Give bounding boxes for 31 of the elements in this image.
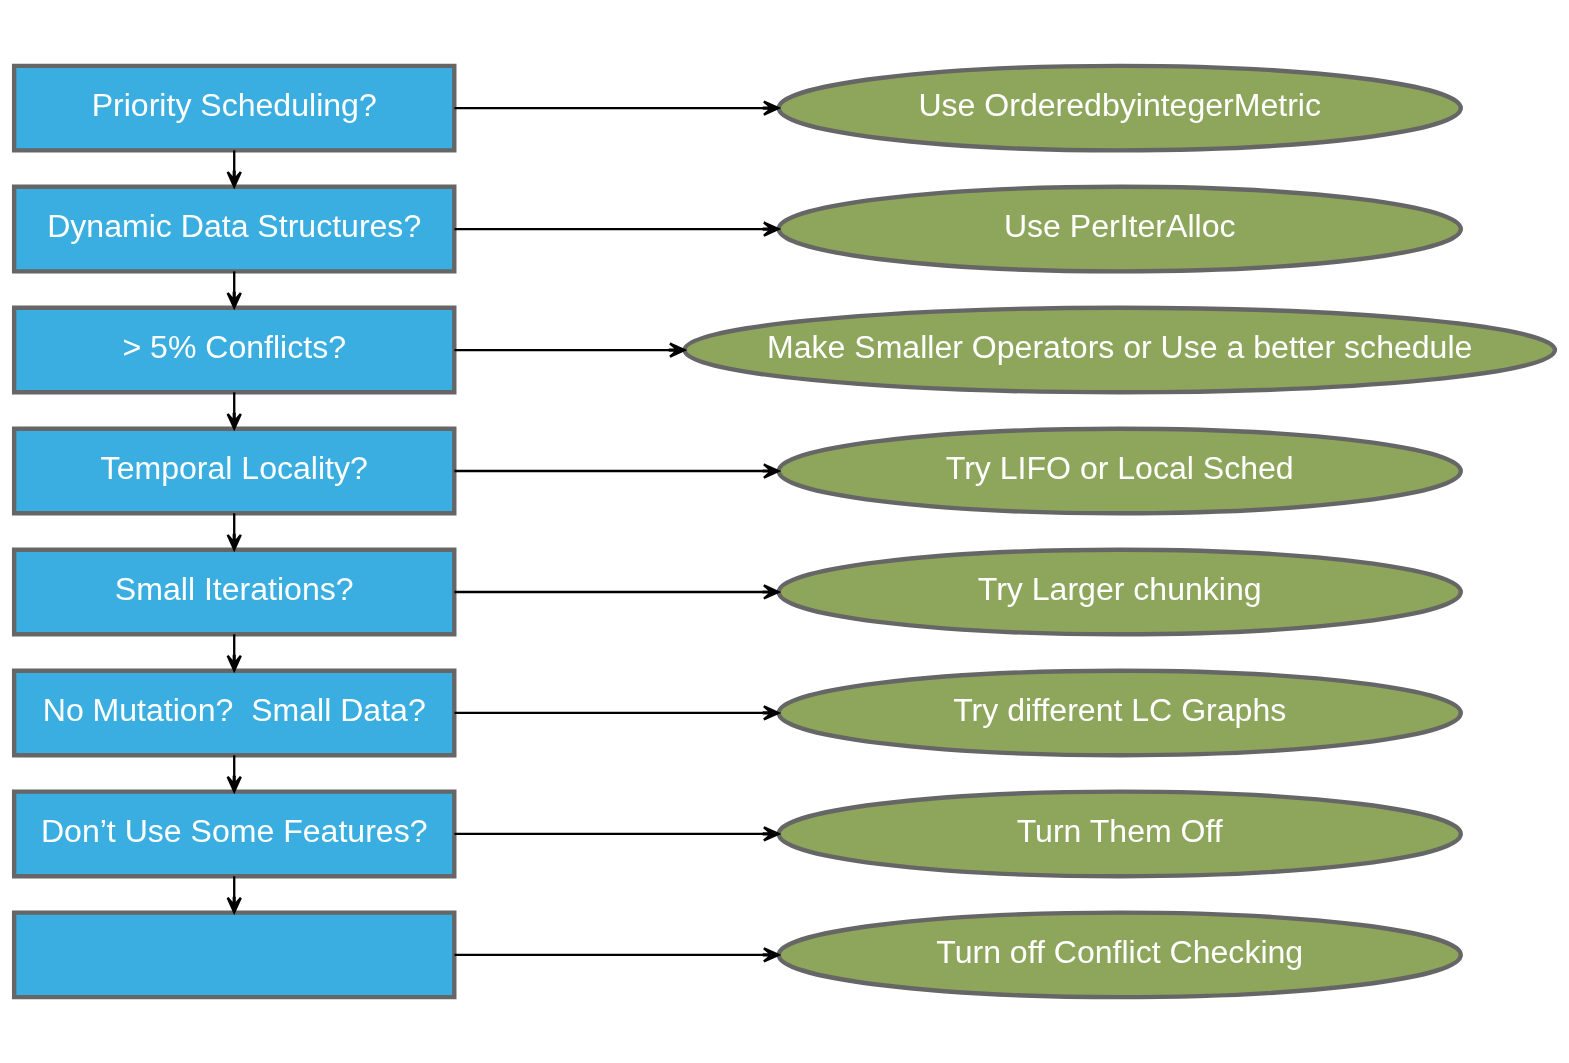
arrow <box>454 463 780 479</box>
node-ellipse: Use OrderedbyintegerMetric <box>776 63 1463 153</box>
arrow <box>226 876 242 914</box>
arrow <box>454 221 780 237</box>
arrow <box>454 947 780 963</box>
node-box: > 5% Conflicts? <box>11 305 457 395</box>
arrow <box>226 513 242 551</box>
node-box: Small Iterations? <box>11 547 457 637</box>
arrow <box>226 634 242 672</box>
arrow <box>454 342 686 358</box>
node-box: No Mutation? Small Data? <box>11 668 457 758</box>
arrow <box>454 100 780 116</box>
node-box: Don’t Use Some Features? <box>11 789 457 879</box>
node-ellipse: Turn off Conflict Checking <box>776 910 1463 1000</box>
node-ellipse: Try LIFO or Local Sched <box>776 426 1463 516</box>
node-box: Dynamic Data Structures? <box>11 184 457 274</box>
arrow <box>454 826 780 842</box>
node-ellipse: Try Larger chunking <box>776 547 1463 637</box>
node-ellipse: Make Smaller Operators or Use a better schedule <box>682 305 1558 395</box>
arrow <box>226 150 242 188</box>
node-ellipse: Try different LC Graphs <box>776 668 1463 758</box>
arrow <box>226 755 242 793</box>
arrow <box>226 392 242 430</box>
node-box: Temporal Locality? <box>11 426 457 516</box>
arrow <box>454 584 780 600</box>
node-box: Priority Scheduling? <box>11 63 457 153</box>
node-ellipse: Turn Them Off <box>776 789 1463 879</box>
node-box <box>11 910 457 1000</box>
arrow <box>454 705 780 721</box>
arrow <box>226 271 242 309</box>
node-ellipse: Use PerIterAlloc <box>776 184 1463 274</box>
